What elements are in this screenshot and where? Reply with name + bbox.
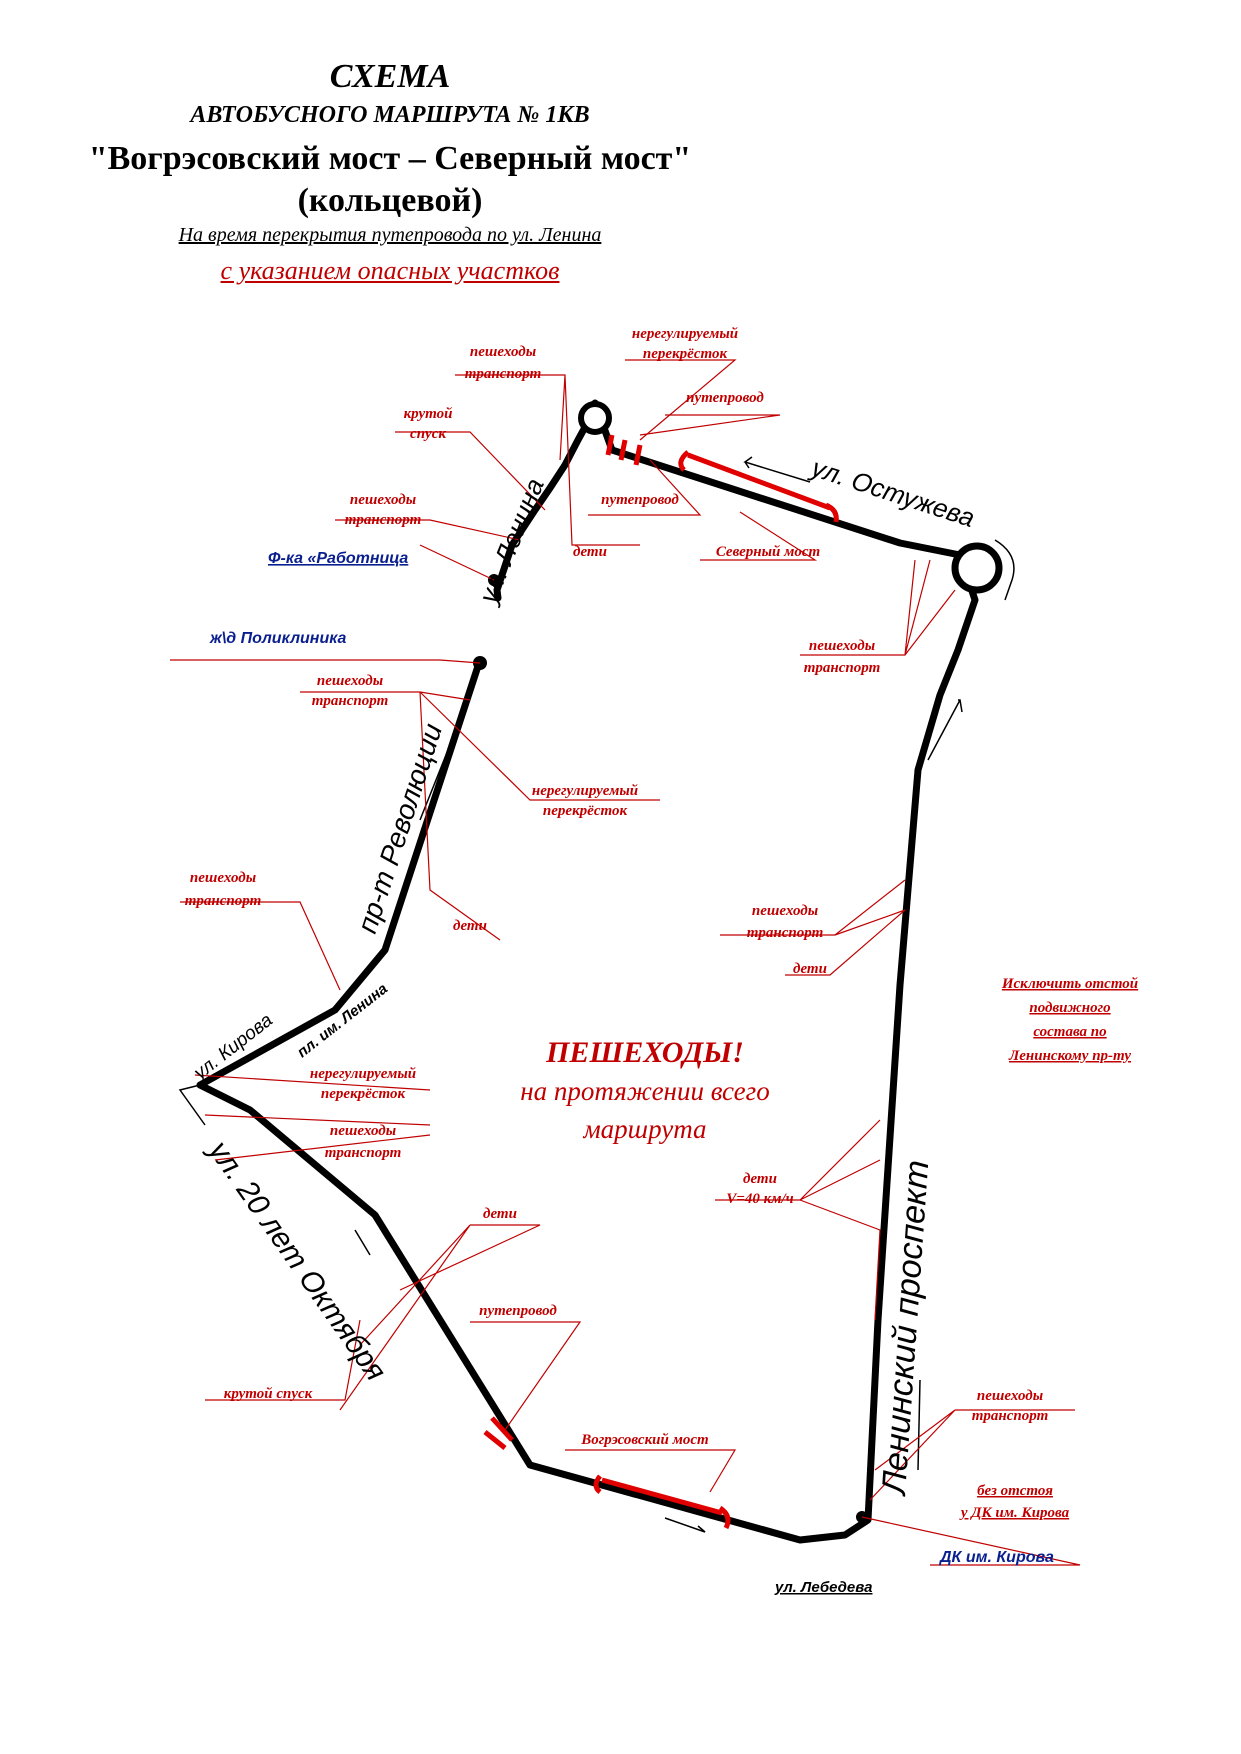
overpass-marker-north: [605, 434, 643, 466]
label-trans: транспорт: [345, 512, 421, 528]
street-oktyabrya: ул. 20 лет Октября: [201, 1133, 392, 1386]
vogres-bridge-marker: [593, 1474, 731, 1530]
stop-label-poliklinika: ж\д Поликлиника: [209, 630, 347, 647]
label-exclude: Исключить отстой: [1001, 976, 1138, 992]
stop-label-dk-kirova: ДК им. Кирова: [938, 1549, 1054, 1566]
label-kids: дети: [453, 918, 487, 934]
center-warning-title: ПЕШЕХОДЫ!: [545, 1036, 744, 1069]
label-unreg: нерегулируемый: [632, 326, 738, 342]
label-ped: пешеходы: [350, 492, 416, 508]
label-ped: пешеходы: [190, 870, 256, 886]
label-kids: дети: [483, 1206, 517, 1222]
label-unreg: нерегулируемый: [310, 1066, 416, 1082]
turnaround-loop-north: [578, 401, 612, 435]
turnaround-loop-east: [951, 542, 1003, 594]
north-bridge-marker: [678, 450, 839, 523]
label-kids: дети: [793, 961, 827, 977]
route-type: (кольцевой): [297, 182, 483, 219]
closure-note: На время перекрытия путепровода по ул. Л…: [178, 224, 602, 246]
label-unreg: перекрёсток: [321, 1086, 406, 1102]
street-lenina: ул. Ленина: [472, 474, 550, 609]
label-unreg: нерегулируемый: [532, 783, 638, 799]
map-subtitle: АВТОБУСНОГО МАРШРУТА № 1КВ: [190, 102, 590, 128]
label-exclude: подвижного: [1029, 1000, 1110, 1016]
label-trans: транспорт: [747, 925, 823, 941]
label-unreg: перекрёсток: [543, 803, 628, 819]
label-unreg: перекрёсток: [643, 346, 728, 362]
street-pl-lenina: пл. им. Ленина: [294, 980, 391, 1061]
stop-label-rabotnitsa: Ф-ка «Работница: [268, 550, 408, 567]
label-no-stop: у ДК им. Кирова: [959, 1505, 1070, 1521]
label-overpass: путепровод: [601, 492, 679, 508]
route-name: "Вогрэсовский мост – Северный мост": [88, 140, 692, 177]
label-ped: пешеходы: [317, 673, 383, 689]
street-lebedeva: ул. Лебедева: [774, 1579, 872, 1596]
label-steep: крутой: [404, 406, 453, 422]
label-trans: транспорт: [185, 893, 261, 909]
label-kids: дети: [573, 544, 607, 560]
overpass-marker-south: [483, 1416, 514, 1450]
label-steep-descent: крутой спуск: [224, 1386, 313, 1402]
label-north-bridge: Северный мост: [716, 544, 820, 560]
label-ped: пешеходы: [809, 638, 875, 654]
label-exclude: Ленинскому пр-ту: [1008, 1048, 1131, 1064]
label-overpass: путепровод: [479, 1303, 557, 1319]
label-overpass: путепровод: [686, 390, 764, 406]
label-trans: транспорт: [325, 1145, 401, 1161]
label-vogres-bridge: Вогрэсовский мост: [580, 1432, 708, 1448]
label-ped: пешеходы: [330, 1123, 396, 1139]
danger-labels: пешеходы транспорт нерегулируемый перекр…: [185, 326, 1138, 1521]
label-descent: спуск: [410, 426, 446, 442]
label-trans: транспорт: [465, 366, 541, 382]
label-exclude: состава по: [1033, 1024, 1106, 1040]
leader-lines: [170, 359, 1081, 1566]
label-trans: транспорт: [804, 660, 880, 676]
label-no-stop: без отстоя: [977, 1483, 1053, 1499]
label-ped: пешеходы: [470, 344, 536, 360]
center-warning-line: на протяжении всего: [520, 1076, 769, 1106]
label-trans: транспорт: [312, 693, 388, 709]
label-ped: пешеходы: [977, 1388, 1043, 1404]
center-warning-line: маршрута: [582, 1114, 706, 1144]
label-trans: транспорт: [972, 1408, 1048, 1424]
route-line: [196, 399, 979, 1544]
label-speed: V=40 км/ч: [726, 1191, 793, 1207]
danger-note: с указанием опасных участков: [220, 256, 560, 285]
label-ped: пешеходы: [752, 903, 818, 919]
label-kids: дети: [743, 1171, 777, 1187]
map-title: СХЕМА: [329, 58, 451, 95]
